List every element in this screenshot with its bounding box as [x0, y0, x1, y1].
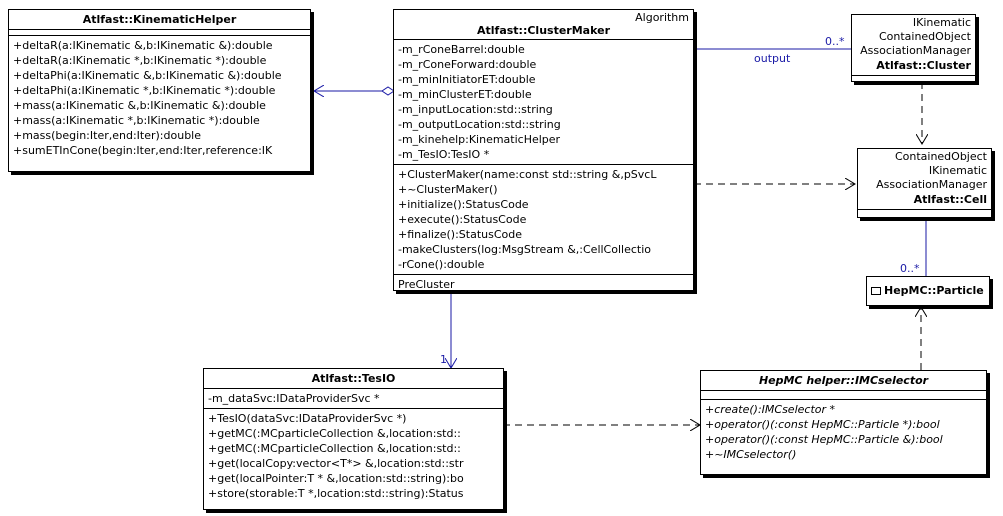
- attributes-section: -m_dataSvc:IDataProviderSvc *: [204, 389, 503, 409]
- operation: +initialize():StatusCode: [398, 198, 529, 211]
- operation: +get(localCopy:vector<T*> &,location:std…: [208, 457, 464, 470]
- operations-section: +deltaR(a:IKinematic &,b:IKinematic &):d…: [9, 36, 310, 160]
- stereotype-label: ContainedObject: [894, 150, 987, 163]
- attribute: -m_outputLocation:std::string: [398, 118, 561, 131]
- attribute: -m_kinehelp:KinematicHelper: [398, 133, 561, 146]
- operation: +operator()(:const HepMC::Particle &):bo…: [705, 433, 943, 446]
- class-title: Atlfast::Cluster: [876, 59, 971, 72]
- class-kinematic-helper[interactable]: Atlfast::KinematicHelper +deltaR(a:IKine…: [8, 9, 311, 172]
- operation: +getMC(:MCparticleCollection &,location:…: [208, 427, 461, 440]
- attribute: -m_TesIO:TesIO *: [398, 148, 490, 161]
- stereotype-label: IKinematic: [928, 164, 987, 177]
- attribute: -m_dataSvc:IDataProviderSvc *: [208, 392, 380, 405]
- class-title: HepMC helper::IMCselector: [758, 374, 929, 387]
- operation: +operator()(:const HepMC::Particle *):bo…: [705, 418, 940, 431]
- operations-section: +TesIO(dataSvc:IDataProviderSvc *) +getMC…: [204, 409, 503, 503]
- class-hepmc-particle[interactable]: HepMC::Particle: [866, 276, 990, 306]
- attribute: -m_rConeForward:double: [398, 58, 537, 71]
- class-title: Atlfast::TesIO: [311, 372, 396, 385]
- class-tesio[interactable]: Atlfast::TesIO -m_dataSvc:IDataProviderS…: [203, 368, 504, 510]
- operation: +TesIO(dataSvc:IDataProviderSvc *): [208, 412, 407, 425]
- attributes-section: [9, 30, 310, 36]
- operation: +ClusterMaker(name:const std::string &,p…: [398, 168, 657, 181]
- operation: +store(storable:T *,location:std::string…: [208, 487, 464, 500]
- stereotype-label: AssociationManager: [876, 178, 987, 191]
- operation: +deltaR(a:IKinematic &,b:IKinematic &):d…: [13, 39, 273, 52]
- operation: +deltaPhi(a:IKinematic *,b:IKinematic *)…: [13, 84, 276, 97]
- stereotype-label: IKinematic: [912, 16, 971, 29]
- class-cluster-maker[interactable]: Algorithm Atlfast::ClusterMaker -m_rCone…: [393, 9, 694, 291]
- attribute: -m_minInitiatorET:double: [398, 73, 536, 86]
- aggregation-diamond: [381, 86, 395, 96]
- class-imcselector[interactable]: HepMC helper::IMCselector +create():IMCs…: [700, 370, 987, 475]
- operation: +~ClusterMaker(): [398, 183, 498, 196]
- stereotype-label: Algorithm: [635, 11, 689, 24]
- class-title: Atlfast::KinematicHelper: [82, 13, 237, 26]
- class-title: HepMC::Particle: [884, 284, 984, 297]
- output-role-label: output: [754, 52, 791, 65]
- operation: +get(localPointer:T * &,location:std::st…: [208, 472, 464, 485]
- operation: +sumETInCone(begin:Iter,end:Iter,referen…: [13, 144, 273, 157]
- class-title: Atlfast::ClusterMaker: [477, 24, 610, 37]
- operation: +create():IMCselector *: [705, 403, 836, 416]
- attributes-section: -m_rConeBarrel:double -m_rConeForward:dou…: [394, 40, 693, 165]
- attribute: -m_minClusterET:double: [398, 88, 532, 101]
- operation: -rCone():double: [398, 258, 485, 271]
- operation: -makeClusters(log:MsgStream &,:CellColle…: [398, 243, 651, 256]
- operation: +mass(a:IKinematic &,b:IKinematic &):dou…: [13, 99, 266, 112]
- stereotype-label: AssociationManager: [860, 44, 971, 57]
- inner-class-section: PreCluster: [394, 275, 693, 294]
- attributes-section: [701, 391, 986, 400]
- operation: +deltaR(a:IKinematic *,b:IKinematic *):d…: [13, 54, 267, 67]
- operation: +execute():StatusCode: [398, 213, 527, 226]
- particle-multiplicity-label: 0..*: [900, 262, 920, 275]
- tesio-multiplicity-label: 1: [440, 353, 447, 366]
- operation: +mass(a:IKinematic *,b:IKinematic *):dou…: [13, 114, 260, 127]
- operation: +mass(begin:Iter,end:Iter):double: [13, 129, 201, 142]
- operation: +finalize():StatusCode: [398, 228, 523, 241]
- operation: +~IMCselector(): [705, 448, 797, 461]
- class-title: Atlfast::Cell: [913, 193, 987, 206]
- inner-class-precluster: PreCluster: [398, 278, 455, 291]
- stereotype-label: ContainedObject: [878, 30, 971, 43]
- operations-section: +create():IMCselector * +operator()(:cons…: [701, 400, 986, 464]
- package-icon: [871, 287, 881, 295]
- cluster-multiplicity-label: 0..*: [825, 35, 845, 48]
- attribute: -m_inputLocation:std::string: [398, 103, 553, 116]
- operation: +getMC(:MCparticleCollection &,location:…: [208, 442, 461, 455]
- operations-section: +ClusterMaker(name:const std::string &,p…: [394, 165, 693, 275]
- attribute: -m_rConeBarrel:double: [398, 43, 525, 56]
- operation: +deltaPhi(a:IKinematic &,b:IKinematic &)…: [13, 69, 282, 82]
